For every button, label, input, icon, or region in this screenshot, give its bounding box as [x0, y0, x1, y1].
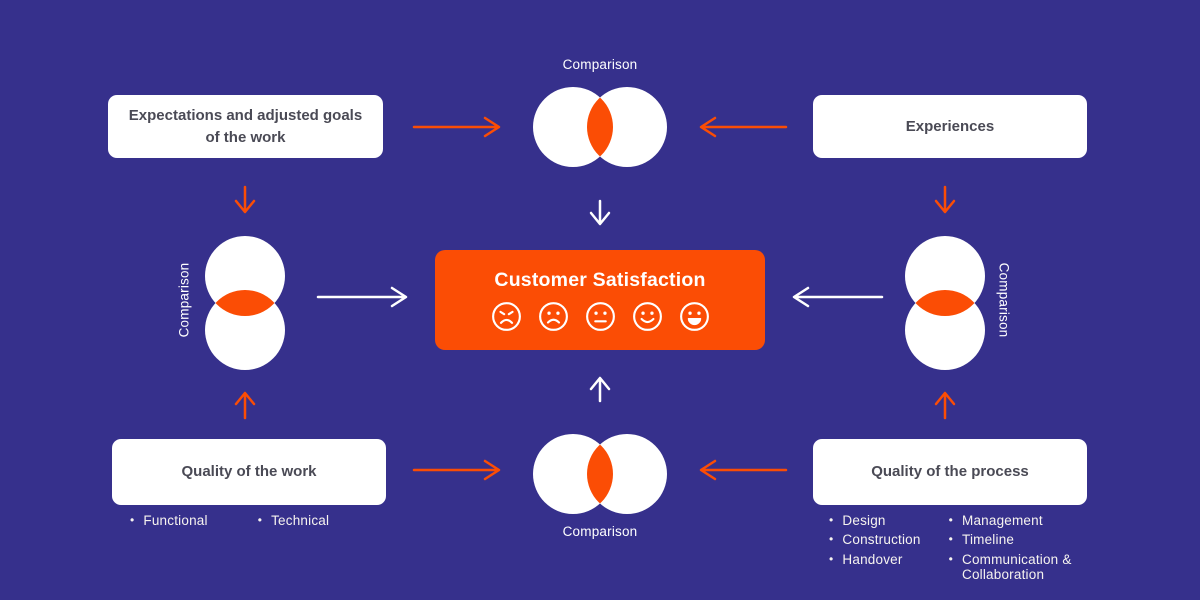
venn-diagram-icon — [533, 434, 667, 514]
quality-of-work-box: Quality of the work — [112, 439, 386, 505]
venn-comparison-top — [530, 86, 670, 168]
arrow-expectations-to-comparison-icon — [411, 115, 503, 139]
arrow-bottom-comparison-to-center-icon — [588, 374, 612, 404]
venn-comparison-right — [904, 233, 986, 373]
list-item: Design — [829, 513, 921, 528]
customer-satisfaction-title: Customer Satisfaction — [494, 268, 706, 291]
quality-of-work-box-label: Quality of the work — [181, 463, 317, 481]
grin-face-icon — [679, 301, 709, 331]
venn-comparison-left — [204, 233, 286, 373]
arrow-left-comparison-to-center-icon — [315, 285, 410, 309]
comparison-label-bottom: Comparison — [562, 524, 638, 539]
list-item: Handover — [829, 552, 921, 567]
arrow-experiences-to-comparison-icon — [697, 115, 789, 139]
arrow-right-comparison-to-center-icon — [790, 285, 885, 309]
list-item: Communication & Collaboration — [949, 552, 1108, 583]
expectations-box-label: Expectations and adjusted goals of the w… — [128, 106, 363, 146]
customer-satisfaction-box: Customer Satisfaction — [435, 250, 765, 350]
quality-of-work-bullets: Functional Technical — [130, 513, 329, 528]
venn-diagram-icon — [905, 236, 985, 370]
quality-of-process-bullets: Design Construction Handover Management … — [829, 513, 1108, 583]
experiences-box-label: Experiences — [905, 117, 995, 135]
arrow-quality-work-up-icon — [233, 389, 257, 421]
satisfaction-scale — [491, 301, 710, 332]
angry-face-icon — [491, 301, 521, 331]
list-item: Timeline — [949, 532, 1108, 547]
comparison-label-left: Comparison — [176, 262, 192, 338]
expectations-box: Expectations and adjusted goals of the w… — [108, 95, 383, 158]
venn-diagram-icon — [533, 87, 667, 167]
list-item: Management — [949, 513, 1108, 528]
list-item: Functional — [130, 513, 208, 528]
arrow-top-comparison-to-center-icon — [588, 198, 612, 228]
arrow-quality-work-to-comparison-icon — [411, 458, 503, 482]
venn-comparison-bottom — [530, 433, 670, 515]
smile-face-icon — [632, 301, 662, 331]
experiences-box: Experiences — [813, 95, 1087, 158]
arrow-expectations-down-icon — [233, 184, 257, 216]
neutral-face-icon — [585, 301, 615, 331]
arrow-quality-process-up-icon — [933, 389, 957, 421]
comparison-label-top: Comparison — [562, 57, 638, 72]
list-item: Technical — [258, 513, 330, 528]
arrow-quality-process-to-comparison-icon — [697, 458, 789, 482]
comparison-label-right: Comparison — [996, 262, 1012, 338]
quality-of-process-box: Quality of the process — [813, 439, 1087, 505]
sad-face-icon — [538, 301, 568, 331]
arrow-experiences-down-icon — [933, 184, 957, 216]
list-item: Construction — [829, 532, 921, 547]
venn-diagram-icon — [205, 236, 285, 370]
quality-of-process-box-label: Quality of the process — [871, 463, 1029, 481]
